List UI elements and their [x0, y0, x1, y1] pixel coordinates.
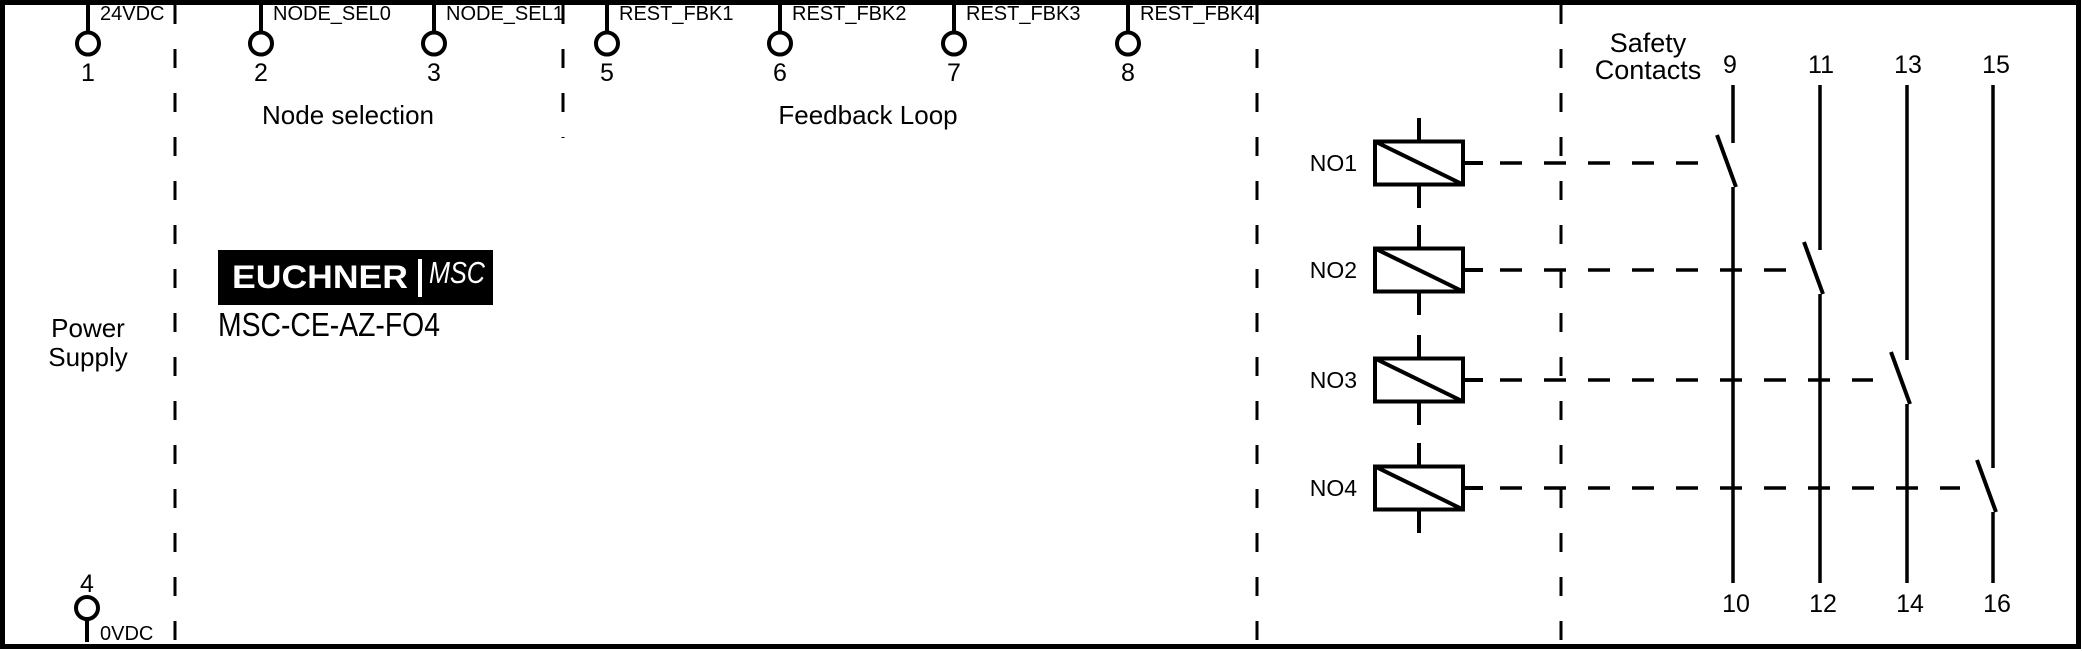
contact-11-12-blade — [1802, 241, 1825, 295]
terminal-3: 3 NODE_SEL1 — [421, 3, 564, 87]
safety-contacts-label-line1: Safety — [1610, 28, 1687, 58]
feedback-loop-label: Feedback Loop — [778, 100, 957, 130]
terminal-7-number: 7 — [947, 59, 961, 87]
power-supply-label-line2: Supply — [48, 342, 128, 372]
relay-no1-label: NO1 — [1310, 150, 1357, 176]
contact-11-number: 11 — [1808, 51, 1834, 79]
terminal-7-label: REST_FBK3 — [966, 3, 1080, 25]
contact-13-14-blade — [1889, 351, 1912, 405]
terminal-2-circle — [248, 30, 274, 57]
relay-no3-label: NO3 — [1310, 367, 1357, 393]
terminal-3-label: NODE_SEL1 — [446, 3, 564, 25]
relay-no1: NO1 — [1310, 118, 1700, 208]
terminal-6: 6 REST_FBK2 — [767, 3, 906, 87]
terminal-5-circle — [594, 30, 620, 57]
contact-9-number: 9 — [1723, 51, 1737, 79]
terminal-4-circle — [74, 595, 100, 621]
contact-12-number: 12 — [1809, 590, 1837, 618]
terminal-7: 7 REST_FBK3 — [941, 3, 1080, 87]
terminal-2-label: NODE_SEL0 — [273, 3, 391, 25]
terminal-5: 5 REST_FBK1 — [594, 3, 733, 87]
contact-13-number: 13 — [1894, 51, 1922, 79]
feedback-loop-section: 5 REST_FBK1 6 REST_FBK2 7 REST_FBK3 8 RE… — [594, 3, 1254, 130]
node-selection-label: Node selection — [262, 100, 434, 130]
contact-column-9-10: 9 10 — [1715, 51, 1750, 618]
contact-9-10-blade — [1715, 134, 1738, 188]
relay-no2: NO2 — [1310, 225, 1786, 315]
contact-15-16-blade — [1975, 459, 1998, 513]
relay-no4-label: NO4 — [1310, 475, 1358, 501]
terminal-8-label: REST_FBK4 — [1140, 3, 1254, 25]
euchner-logo — [218, 250, 493, 305]
terminal-6-number: 6 — [773, 59, 787, 87]
relay-no3: NO3 — [1310, 335, 1873, 425]
safety-contacts-section: Safety Contacts 9 10 11 12 13 14 15 — [1595, 28, 2011, 618]
terminal-1: 1 24VDC — [75, 3, 164, 87]
device-branding: EUCHNER MSC MSC-CE-AZ-FO4 — [218, 250, 493, 343]
relay-no4-coil-diagonal — [1374, 464, 1464, 512]
terminal-8-number: 8 — [1121, 59, 1135, 87]
model-number: MSC-CE-AZ-FO4 — [218, 306, 440, 343]
brand-secondary: MSC — [429, 255, 485, 290]
terminal-1-label: 24VDC — [100, 3, 164, 25]
power-supply-label-line1: Power — [51, 313, 125, 343]
terminal-8-circle — [1115, 30, 1141, 57]
contact-16-number: 16 — [1983, 590, 2011, 618]
terminal-3-circle — [421, 30, 447, 57]
relay-no4: NO4 — [1310, 443, 1960, 533]
relay-no1-coil-diagonal — [1374, 139, 1464, 187]
terminal-6-label: REST_FBK2 — [792, 3, 906, 25]
relay-no2-coil-diagonal — [1374, 246, 1464, 294]
terminal-6-circle — [767, 30, 793, 57]
terminal-4-label: 0VDC — [100, 623, 153, 645]
safety-contacts-label-line2: Contacts — [1595, 55, 1702, 85]
terminal-1-number: 1 — [81, 59, 95, 87]
relay-no3-coil-diagonal — [1374, 356, 1464, 404]
brand-name: EUCHNER — [232, 259, 408, 295]
terminal-7-circle — [941, 30, 967, 57]
terminal-8: 8 REST_FBK4 — [1115, 3, 1254, 87]
contact-column-15-16: 15 16 — [1975, 51, 2011, 618]
contact-15-number: 15 — [1982, 51, 2010, 79]
contact-column-13-14: 13 14 — [1889, 51, 1924, 618]
node-selection-section: 2 NODE_SEL0 3 NODE_SEL1 Node selection — [248, 3, 564, 130]
terminal-4: 4 0VDC — [74, 570, 153, 645]
terminal-2-number: 2 — [254, 59, 268, 87]
terminal-2: 2 NODE_SEL0 — [248, 3, 391, 87]
terminal-3-number: 3 — [427, 59, 441, 87]
terminal-5-number: 5 — [600, 59, 614, 87]
power-supply-section: 1 24VDC Power Supply 4 0VDC — [48, 3, 164, 645]
contact-column-11-12: 11 12 — [1802, 51, 1837, 618]
terminal-5-label: REST_FBK1 — [619, 3, 733, 25]
relay-no2-label: NO2 — [1310, 257, 1357, 283]
contact-10-number: 10 — [1722, 590, 1750, 618]
terminal-1-circle — [75, 30, 101, 57]
terminal-4-number: 4 — [80, 570, 94, 598]
contact-14-number: 14 — [1896, 590, 1924, 618]
